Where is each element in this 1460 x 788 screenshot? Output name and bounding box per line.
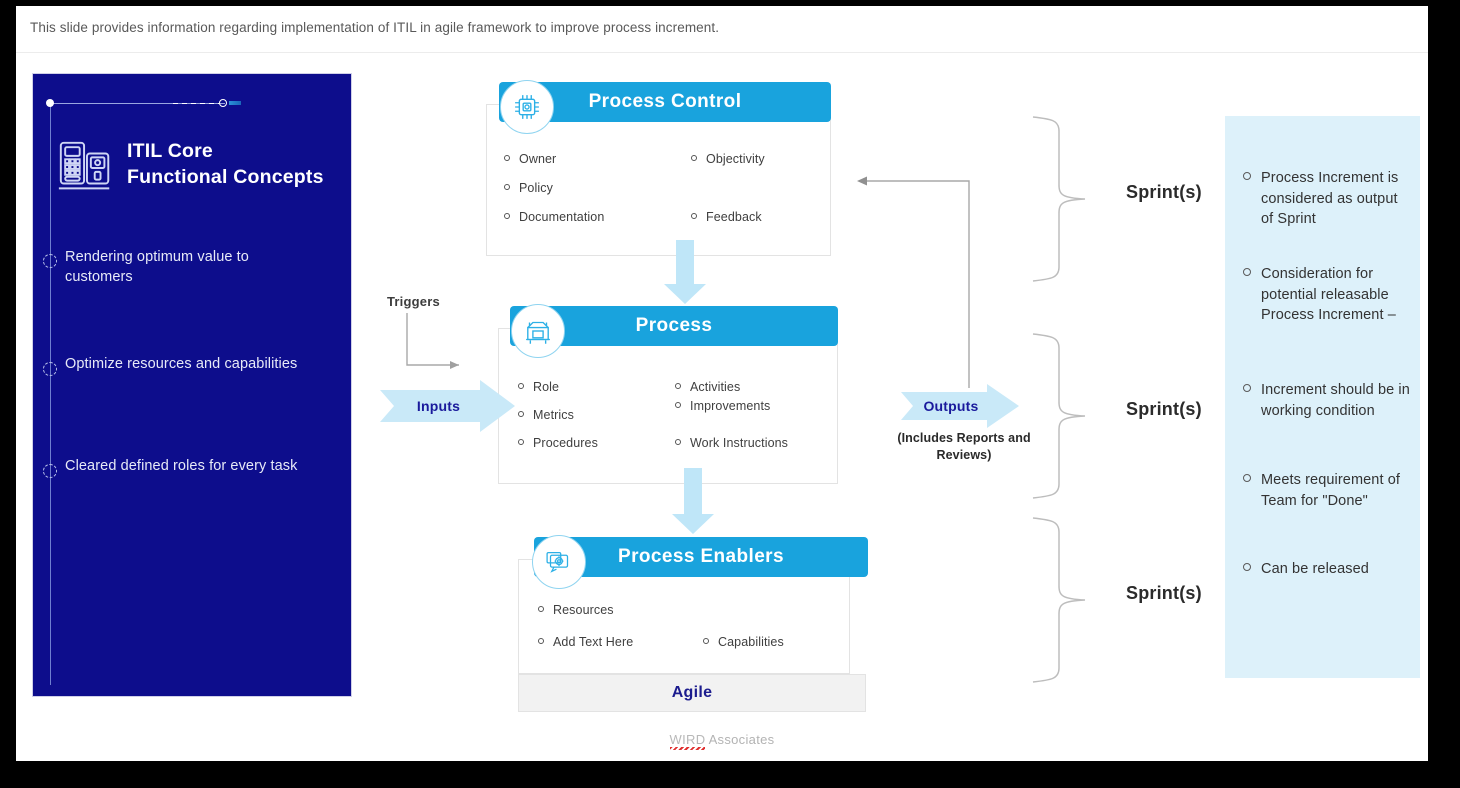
- process-enablers-header: Process Enablers: [534, 537, 868, 577]
- panel-title-line2: Functional Concepts: [127, 165, 324, 188]
- outputs-subtext-line2: Reviews): [936, 447, 992, 462]
- bullet-marker: [1243, 474, 1251, 482]
- flow-down-arrow-2: [672, 468, 714, 534]
- sidebar-bullet-1: Rendering optimum value to customers: [65, 249, 249, 285]
- process-control-item-feedback: Feedback: [691, 210, 762, 224]
- timeline-dashed-segment: [173, 102, 219, 104]
- bullet-marker: [1243, 268, 1251, 276]
- timeline-start-dot: [46, 99, 54, 107]
- bullet-marker: [518, 439, 524, 445]
- sprint-brace-1: [1032, 116, 1086, 282]
- outputs-arrow: [901, 384, 1019, 428]
- bullet-marker: [538, 638, 544, 644]
- agile-footer-bar: Agile: [518, 674, 866, 712]
- panel-title: ITIL Core Functional Concepts: [127, 139, 347, 190]
- bullet-marker: [518, 383, 524, 389]
- sprint-brace-3: [1032, 517, 1086, 683]
- timeline-node-3: [43, 464, 57, 478]
- process-control-item-owner: Owner: [504, 152, 556, 166]
- cpu-chip-icon: [500, 80, 554, 134]
- slide-canvas: This slide provides information regardin…: [16, 6, 1428, 761]
- sprint-label-3: Sprint(s): [1126, 583, 1202, 603]
- process-control-header: Process Control: [499, 82, 831, 122]
- timeline-node-2: [43, 362, 57, 376]
- triggers-label: Triggers: [387, 294, 440, 309]
- right-panel-item-4: Meets requirement of Team for "Done": [1243, 470, 1411, 511]
- process-item-procedures: Procedures: [518, 436, 598, 450]
- process-enablers-item-capabilities: Capabilities: [703, 635, 784, 649]
- process-body: [498, 328, 838, 484]
- process-item-metrics: Metrics: [518, 408, 574, 422]
- screen-gear-icon: [532, 535, 586, 589]
- desk-phone-icon: [58, 141, 110, 190]
- bullet-marker: [1243, 384, 1251, 392]
- right-panel-item-2: Consideration for potential releasable P…: [1243, 264, 1411, 326]
- bullet-marker: [1243, 172, 1251, 180]
- sprint-label-2: Sprint(s): [1126, 399, 1202, 419]
- timeline-node-1: [43, 254, 57, 268]
- process-control-body: [486, 104, 831, 256]
- right-panel-item-1: Process Increment is considered as outpu…: [1243, 168, 1411, 230]
- triggers-connector-arrow: [406, 313, 459, 369]
- panel-title-line1: ITIL Core: [127, 140, 213, 162]
- factory-icon: [511, 304, 565, 358]
- timeline-vertical-line: [50, 103, 51, 685]
- process-item-activities: Activities: [675, 380, 740, 394]
- sidebar-bullet-3: Cleared defined roles for every task: [65, 458, 298, 474]
- inputs-arrow: [380, 380, 515, 432]
- process-enablers-item-add-text-here: Add Text Here: [538, 635, 633, 649]
- timeline-horizontal-line: [50, 103, 225, 104]
- footer-brand-rest: Associates: [705, 732, 775, 747]
- sprint-label-1: Sprint(s): [1126, 182, 1202, 202]
- bullet-marker: [504, 184, 510, 190]
- bullet-marker: [691, 213, 697, 219]
- header-divider: [16, 52, 1428, 53]
- process-item-role: Role: [518, 380, 559, 394]
- process-enablers-title: Process Enablers: [618, 546, 784, 567]
- bullet-marker: [691, 155, 697, 161]
- slide-description: This slide provides information regardin…: [30, 20, 720, 35]
- bullet-marker: [675, 383, 681, 389]
- outputs-label: Outputs: [923, 398, 979, 414]
- process-title: Process: [635, 315, 713, 336]
- timeline-tail-accent: [229, 101, 241, 105]
- footer-brand: WIRD Associates: [16, 732, 1428, 747]
- inputs-label-wrap: Inputs: [380, 380, 515, 432]
- bullet-marker: [1243, 563, 1251, 571]
- process-increment-panel: Process Increment is considered as outpu…: [1225, 116, 1420, 678]
- bullet-marker: [675, 439, 681, 445]
- right-panel-item-5: Can be released: [1243, 559, 1411, 580]
- sprint-brace-2: [1032, 333, 1086, 499]
- footer-brand-misspelled: WIRD: [669, 732, 706, 747]
- process-control-title: Process Control: [588, 91, 742, 112]
- inputs-label: Inputs: [416, 398, 461, 414]
- bullet-marker: [504, 155, 510, 161]
- bullet-marker: [504, 213, 510, 219]
- itil-core-panel: ITIL Core Functional Concepts Rendering …: [32, 73, 352, 697]
- outputs-label-wrap: Outputs: [901, 384, 1019, 428]
- bullet-marker: [538, 606, 544, 612]
- process-control-item-policy: Policy: [504, 181, 553, 195]
- timeline-end-ring: [219, 99, 227, 107]
- sidebar-bullet-2: Optimize resources and capabilities: [65, 356, 298, 372]
- bullet-marker: [518, 411, 524, 417]
- outputs-subtext-line1: (Includes Reports and: [897, 431, 1031, 445]
- agile-label: Agile: [671, 684, 713, 701]
- bullet-marker: [703, 638, 709, 644]
- process-item-improvements: Improvements: [675, 399, 770, 413]
- feedback-loop-arrow: [857, 176, 970, 388]
- right-panel-item-3: Increment should be in working condition: [1243, 380, 1411, 421]
- process-enablers-item-resources: Resources: [538, 603, 614, 617]
- outputs-subtext: (Includes Reports and Reviews): [876, 430, 1052, 464]
- process-control-item-documentation: Documentation: [504, 210, 604, 224]
- process-control-item-objectivity: Objectivity: [691, 152, 765, 166]
- flow-down-arrow-1: [664, 240, 706, 304]
- bullet-marker: [675, 402, 681, 408]
- process-item-work-instructions: Work Instructions: [675, 436, 788, 450]
